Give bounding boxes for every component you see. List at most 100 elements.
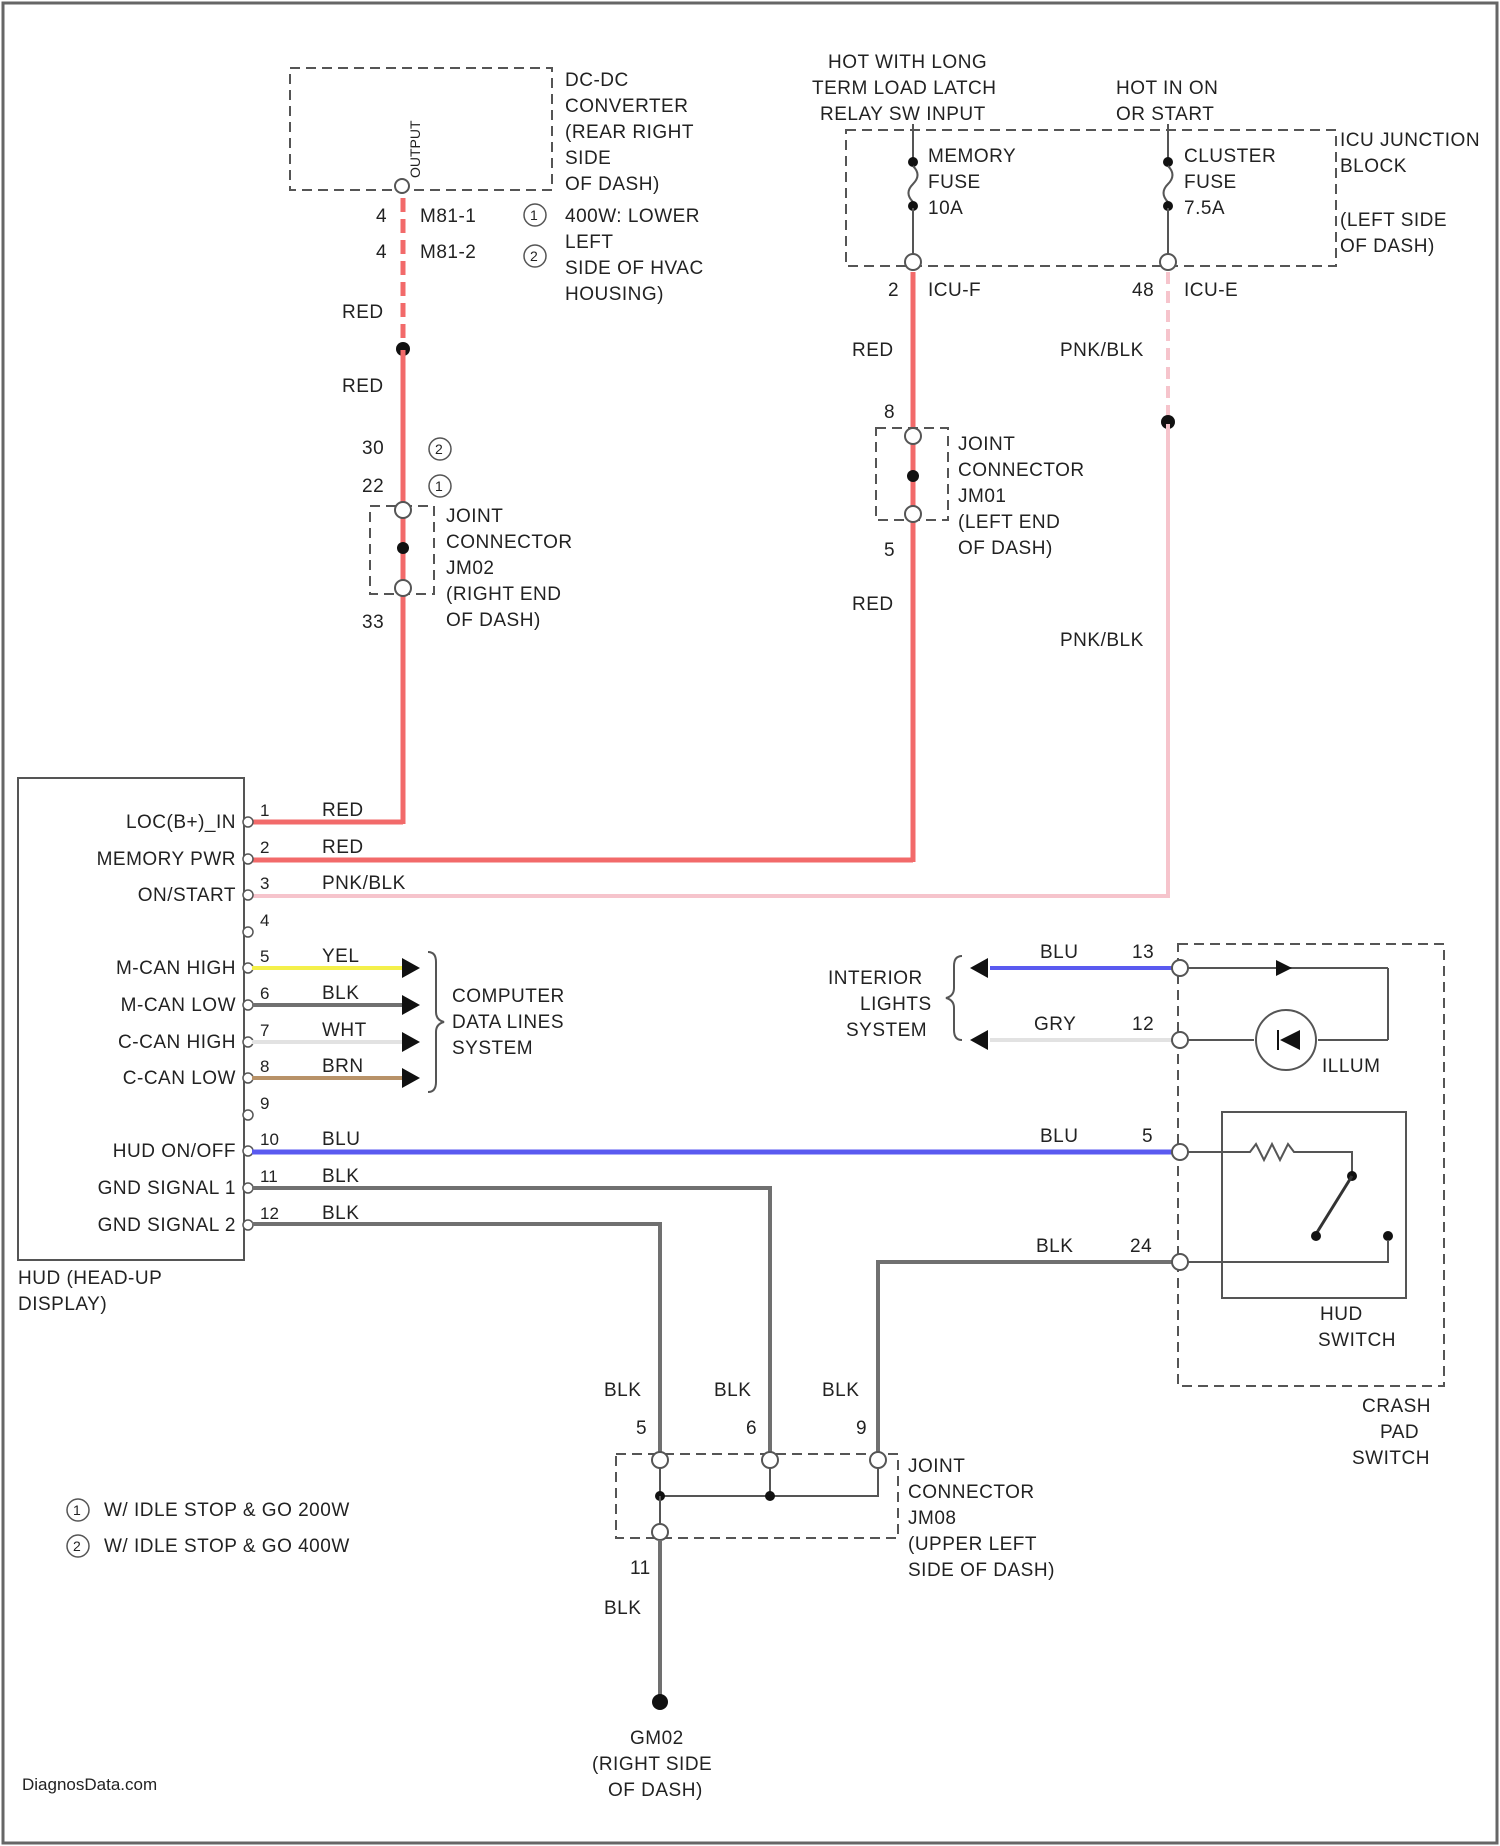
legend-mark-2: 2 (73, 1538, 81, 1554)
jm1-top-terminal (905, 428, 921, 444)
jm2-pin-22: 22 (362, 476, 384, 497)
hud-pin-wire-color: PNK/BLK (322, 873, 406, 894)
hud-pin-terminal (243, 1220, 253, 1230)
dcdc-title-2: CONVERTER (565, 96, 688, 117)
hud-pin-wire-color: BRN (322, 1056, 364, 1077)
jm1-label-2: CONNECTOR (958, 460, 1085, 481)
pink-wire-label-upper: PNK/BLK (1060, 340, 1144, 361)
mem-fuse-terminal (905, 254, 921, 270)
jm8-pin-5: 5 (636, 1418, 647, 1439)
hud-pin-number: 11 (260, 1167, 278, 1186)
gnd-signal-1-wire (252, 1188, 770, 1460)
jm1-label-3: JM01 (958, 486, 1006, 507)
switch-contact-pivot (1311, 1231, 1321, 1241)
jm8-pin-11-terminal (652, 1524, 668, 1540)
hud-pin-terminal (243, 817, 253, 827)
jm8-label-5: SIDE OF DASH) (908, 1560, 1055, 1581)
mem-fuse-label-2: FUSE (928, 172, 981, 193)
jm8-label-1: JOINT (908, 1456, 965, 1477)
hud-pin-wire-color: BLK (322, 1166, 359, 1187)
jm8-splice-dot-2 (765, 1491, 775, 1501)
hud-pin-wire-color: BLU (322, 1129, 360, 1150)
gnd-signal-2-wire (252, 1224, 660, 1460)
ground-wire-label: BLK (604, 1598, 641, 1619)
jm8-label-4: (UPPER LEFT (908, 1534, 1037, 1555)
switch-pin-12-terminal (1172, 1032, 1188, 1048)
interior-lights-brace (946, 956, 962, 1040)
legend: 1 W/ IDLE STOP & GO 200W 2 W/ IDLE STOP … (67, 1499, 350, 1557)
crash-pad-switch: CRASH PAD SWITCH INTERIOR LIGHTS SYSTEM … (828, 942, 1444, 1469)
jm8-wire-label-1: BLK (604, 1380, 641, 1401)
illum-label: ILLUM (1322, 1056, 1380, 1077)
dcdc-note-4: HOUSING) (565, 284, 664, 305)
dcdc-title-5: OF DASH) (565, 174, 660, 195)
illum-direction-arrow-icon (1276, 960, 1292, 976)
dcdc-title-1: DC-DC (565, 70, 629, 91)
c-can-high-arrow-icon (402, 1032, 420, 1052)
hud-pin-terminal (243, 890, 253, 900)
interior-lights-label-2: LIGHTS (860, 994, 932, 1015)
jm2-top-terminal (395, 502, 411, 518)
data-lines-label-3: SYSTEM (452, 1038, 533, 1059)
data-lines-label-1: COMPUTER (452, 986, 565, 1007)
m-can-high-arrow-icon (402, 958, 420, 978)
icu-title-2: BLOCK (1340, 156, 1407, 177)
jm8-wire-label-2: BLK (714, 1380, 751, 1401)
hud-pin-terminal (243, 1037, 253, 1047)
ground-label-3: OF DASH) (608, 1780, 703, 1801)
interior-lights-label-3: SYSTEM (846, 1020, 927, 1041)
interior-gry-arrow-icon (970, 1030, 988, 1050)
jm2-bottom-terminal (395, 580, 411, 596)
dcdc-connector-1: M81-1 (420, 206, 476, 227)
jm1-pin-8: 8 (884, 402, 895, 423)
hud-pin-terminal (243, 854, 253, 864)
hud-pin-name: M-CAN LOW (121, 995, 236, 1016)
hud-switch-label-2: SWITCH (1318, 1330, 1396, 1351)
hud-pin-number: 3 (260, 874, 269, 893)
jm2-splice-dot (397, 542, 409, 554)
interior-blu-arrow-icon (970, 958, 988, 978)
c-can-low-arrow-icon (402, 1068, 420, 1088)
dcdc-note-2: LEFT (565, 232, 613, 253)
hud-pin-row: 9 (243, 1094, 269, 1120)
jm1-label-5: OF DASH) (958, 538, 1053, 559)
hud-pin-terminal (243, 1073, 253, 1083)
switch-pin-5: 5 (1142, 1126, 1153, 1147)
mem-header-1: HOT WITH LONG (828, 52, 987, 73)
pink-wire-label-lower: PNK/BLK (1060, 630, 1144, 651)
switch-pin-12: 12 (1132, 1014, 1154, 1035)
jm2-note-2-text: 2 (435, 441, 443, 457)
mem-fuse-label-3: 10A (928, 198, 963, 219)
hud-pin-name: HUD ON/OFF (113, 1141, 236, 1162)
jm2-pin-33: 33 (362, 612, 384, 633)
mem-fuse-label-1: MEMORY (928, 146, 1016, 167)
hud-pin-number: 5 (260, 947, 269, 966)
legend-text-1: W/ IDLE STOP & GO 200W (104, 1500, 350, 1521)
icu-location-1: (LEFT SIDE (1340, 210, 1447, 231)
jm8-pin-6-terminal (762, 1452, 778, 1468)
cluster-fuse-label-3: 7.5A (1184, 198, 1225, 219)
mem-pin: 2 (888, 280, 899, 301)
switch-ground-wire (878, 1262, 1176, 1460)
dcdc-output-label: OUTPUT (407, 120, 423, 178)
red-wire-loc: RED RED (252, 198, 410, 824)
hud-pin-terminal (243, 1000, 253, 1010)
dcdc-title-3: (REAR RIGHT (565, 122, 694, 143)
joint-connector-jm01: 8 5 JOINT CONNECTOR JM01 (LEFT END OF DA… (876, 402, 1085, 561)
m-can-low-arrow-icon (402, 995, 420, 1015)
ground-signal-wires (252, 1188, 1176, 1460)
hud-pin-terminal (243, 927, 253, 937)
hud-pin-wire-color: YEL (322, 946, 359, 967)
cluster-connector: ICU-E (1184, 280, 1238, 301)
icu-junction-block: HOT WITH LONG TERM LOAD LATCH RELAY SW I… (812, 52, 1480, 301)
cluster-pin: 48 (1132, 280, 1154, 301)
ground-label-1: GM02 (630, 1728, 684, 1749)
jm2-note-1-text: 1 (435, 478, 443, 494)
mem-fuse-symbol (909, 166, 918, 202)
note-mark-1-text: 1 (530, 207, 538, 223)
dcdc-pin-terminal (395, 179, 409, 193)
cluster-fuse-terminal (1160, 254, 1176, 270)
data-lines-brace (428, 952, 444, 1092)
switch-pin-24: 24 (1130, 1236, 1152, 1257)
